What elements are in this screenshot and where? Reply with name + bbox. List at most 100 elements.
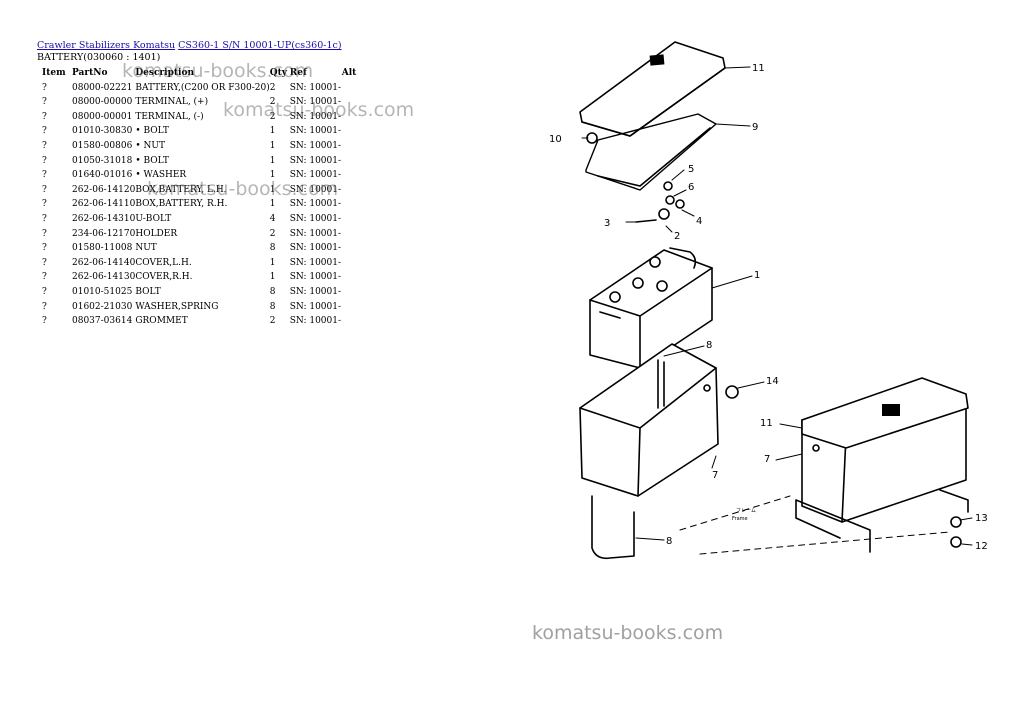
callout-6: 6 [688, 182, 694, 193]
cell-ref: SN: 10001- [289, 228, 342, 239]
cell-item: ? [42, 272, 47, 283]
cell-alt [342, 154, 362, 169]
cell-qty: 1 [269, 155, 276, 166]
cell-alt [342, 168, 362, 183]
cell-description: BOX,BATTERY, L.H. [135, 184, 227, 195]
header-partno: PartNo [72, 68, 108, 78]
header-item: Item [42, 68, 66, 78]
cell-partno: 262-06-14140 [72, 257, 136, 268]
cell-item: ? [42, 301, 47, 312]
leader-lines [581, 66, 973, 555]
callout-5: 5 [688, 164, 694, 175]
cell-description: • NUT [135, 140, 165, 151]
cell-partno: 01010-51025 [72, 286, 133, 297]
callout-labels: 11 9 10 5 6 3 4 2 1 8 14 11 7 7 8 13 12 … [549, 63, 988, 552]
parts-table: Item PartNo Description Qty Ref Alt ?080… [37, 66, 362, 329]
cell-item: ? [42, 199, 47, 210]
cell-qty: 1 [269, 272, 276, 283]
cell-description: • BOLT [135, 126, 169, 137]
battery-box-lh [579, 343, 719, 497]
cell-partno: 262-06-14110 [72, 199, 136, 210]
cell-ref: SN: 10001- [289, 316, 342, 327]
frame-bracket [795, 499, 871, 553]
cell-description: • WASHER [135, 170, 187, 181]
cell-item: ? [42, 155, 47, 166]
cell-qty: 1 [269, 140, 276, 151]
cell-ref: SN: 10001- [289, 272, 342, 283]
cell-alt [342, 139, 362, 154]
cell-item: ? [42, 170, 47, 181]
battery-cover-top [579, 41, 726, 137]
u-bolt-upper [657, 359, 665, 409]
callout-12: 12 [975, 541, 988, 552]
callout-14: 14 [766, 376, 779, 387]
cell-partno: 262-06-14130 [72, 272, 136, 283]
cell-item: ? [42, 140, 47, 151]
page-title: BATTERY(030060 : 1401) [37, 52, 161, 63]
cell-partno: 08000-00001 [72, 111, 133, 122]
frame-label-jp: フレーム [736, 508, 756, 514]
cell-ref: SN: 10001- [289, 243, 342, 254]
cell-item: ? [42, 316, 47, 327]
callout-13: 13 [975, 513, 988, 524]
callout-7-right: 7 [764, 454, 770, 465]
cell-item: ? [42, 111, 47, 122]
cell-qty: 1 [269, 184, 276, 195]
breadcrumb-link-category[interactable]: Crawler Stabilizers Komatsu [37, 40, 176, 51]
header-description: Description [135, 68, 194, 78]
cell-qty: 4 [269, 213, 276, 224]
callout-11-right: 11 [760, 418, 773, 429]
cell-qty: 1 [269, 170, 276, 181]
cell-description: BOX,BATTERY, R.H. [135, 199, 228, 210]
battery [589, 247, 713, 369]
callout-7-left: 7 [712, 470, 718, 481]
cell-ref: SN: 10001- [289, 257, 342, 268]
cell-alt [342, 241, 362, 256]
cell-qty: 1 [269, 257, 276, 268]
cell-qty: 8 [269, 286, 276, 297]
cell-partno: 01602-21030 [72, 301, 133, 312]
exploded-parts-diagram: 11 9 10 5 6 3 4 2 1 8 14 11 7 7 8 13 12 … [549, 41, 988, 560]
breadcrumb-link-model[interactable]: CS360-1 S/N 10001-UP(cs360-1c) [178, 40, 342, 51]
cell-ref: SN: 10001- [289, 97, 342, 108]
cell-alt [342, 110, 362, 125]
cell-description: GROMMET [135, 316, 188, 327]
cell-description: • BOLT [135, 155, 169, 166]
cell-partno: 08000-02221 [72, 82, 133, 93]
frame-label: Frame [732, 516, 748, 522]
hardware [586, 132, 962, 548]
cell-alt [342, 270, 362, 285]
cell-partno: 262-06-14120 [72, 184, 136, 195]
cell-qty: 8 [269, 243, 276, 254]
cell-description: TERMINAL, (-) [135, 111, 204, 122]
cell-description: HOLDER [135, 228, 178, 239]
cell-ref: SN: 10001- [289, 155, 342, 166]
callout-2: 2 [674, 231, 680, 242]
cell-alt [342, 212, 362, 227]
cell-ref: SN: 10001- [289, 170, 342, 181]
cell-qty: 8 [269, 301, 276, 312]
breadcrumb: Crawler Stabilizers Komatsu CS360-1 S/N … [37, 40, 342, 51]
cell-alt [342, 256, 362, 271]
cell-ref: SN: 10001- [289, 111, 342, 122]
callout-3: 3 [604, 218, 610, 229]
cell-item: ? [42, 126, 47, 137]
cell-qty: 2 [269, 82, 276, 93]
cell-alt [342, 183, 362, 198]
cell-partno: 01580-00806 [72, 140, 133, 151]
cell-partno: 08000-00000 [72, 97, 133, 108]
cell-description: BOLT [135, 286, 161, 297]
cell-ref: SN: 10001- [289, 213, 342, 224]
cell-partno: 01010-30830 [72, 126, 133, 137]
cell-item: ? [42, 257, 47, 268]
